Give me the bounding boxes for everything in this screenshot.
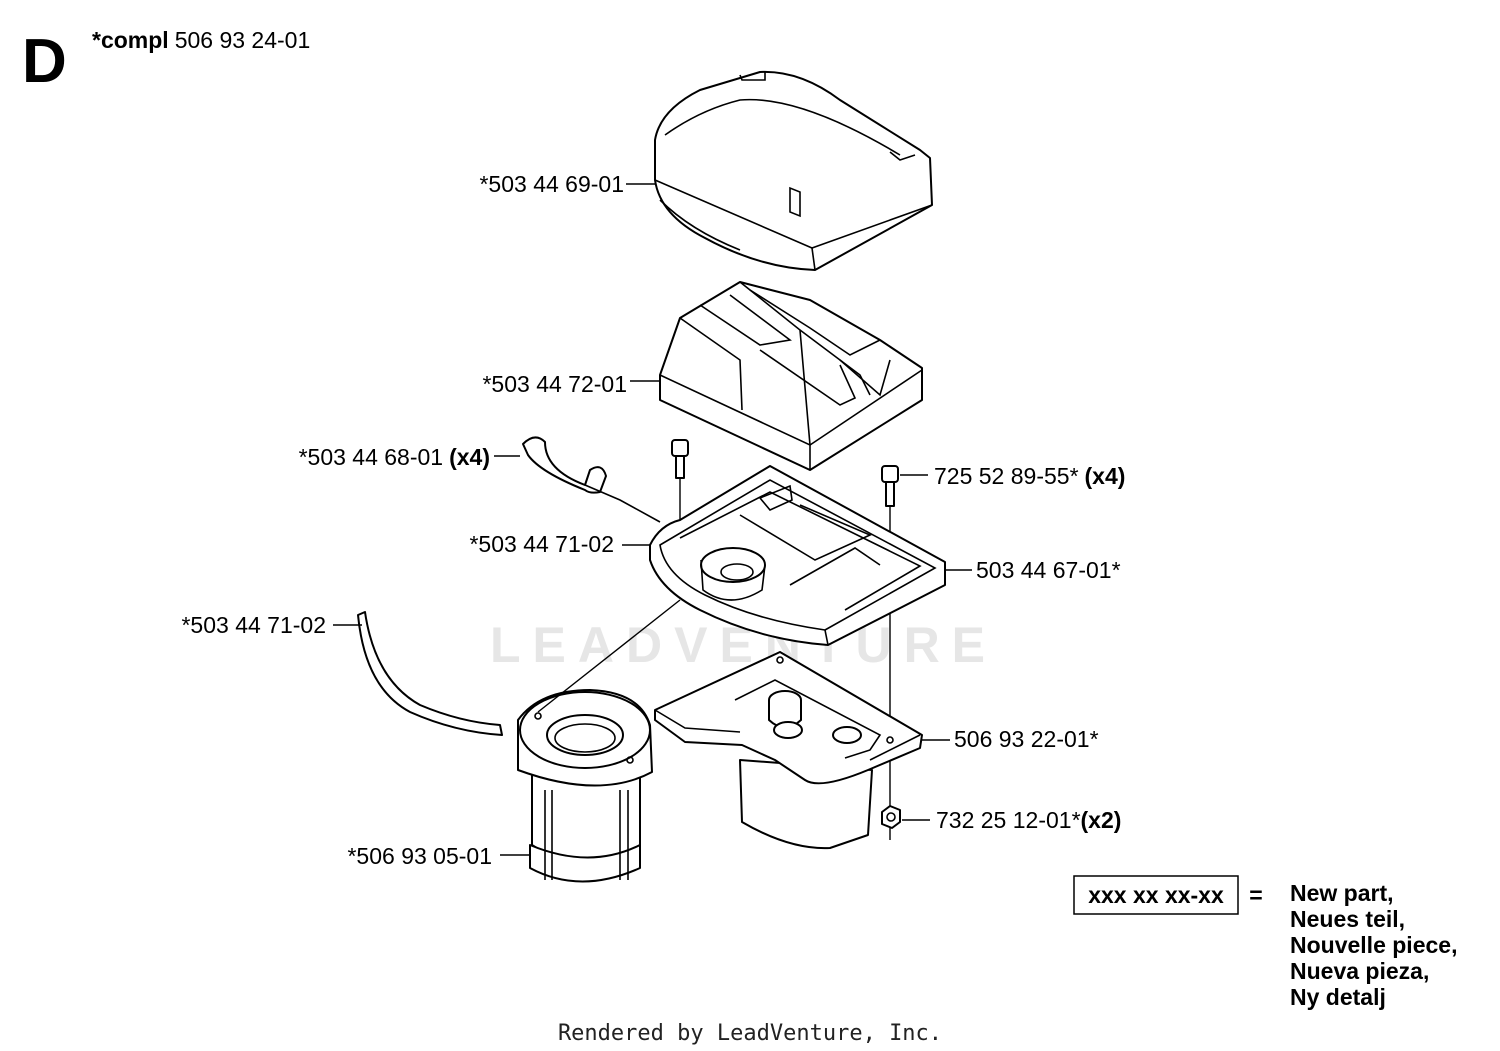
callout-screw-number: 725 52 89-55* [934,463,1079,489]
legend-sample-box [1073,875,1239,915]
legend-line-4: Nueva pieza, [1290,958,1429,984]
legend-equals: = [1249,882,1262,908]
pre-filter [517,599,681,883]
clip [522,436,661,523]
legend: xxx xx xx-xx = New part, Neues teil, Nou… [1073,875,1457,1010]
callout-holder: 503 44 67-01* [976,557,1121,583]
legend-line-5: Ny detalj [1290,984,1386,1010]
callout-prefilter: *506 93 05-01 [347,843,492,869]
nut [881,805,901,829]
air-filter-cover [654,70,933,271]
callout-nut-qty: (x2) [1081,807,1122,833]
callout-clip-number: *503 44 68-01 [299,444,444,470]
callout-clip: *503 44 68-01(x4) [299,444,490,470]
legend-sample: xxx xx xx-xx [1088,882,1224,908]
legend-line-3: Nouvelle piece, [1290,932,1457,958]
legend-line-1: New part, [1290,880,1394,906]
callout-gasket-lower: *503 44 71-02 [181,612,326,638]
compl-number: 506 93 24-01 [175,27,311,53]
filter-holder [649,465,946,646]
mounting-plate [654,651,923,850]
callout-clip-qty: (x4) [449,444,490,470]
legend-line-2: Neues teil, [1290,906,1405,932]
callout-nut-number: 732 25 12-01* [936,807,1081,833]
footer-credit: Rendered by LeadVenture, Inc. [558,1021,942,1046]
section-letter: D [22,27,67,96]
callout-screw: 725 52 89-55*(x4) [934,463,1125,489]
callout-plate: 506 93 22-01* [954,726,1099,752]
callout-cover: *503 44 69-01 [479,171,624,197]
callout-gasket-upper: *503 44 71-02 [469,531,614,557]
callout-filter: *503 44 72-01 [482,371,627,397]
air-filter-element [659,281,923,471]
gasket-strip [357,611,503,736]
callout-nut: 732 25 12-01*(x2) [936,807,1121,833]
callout-screw-qty: (x4) [1085,463,1126,489]
compl-prefix: *compl [92,27,169,53]
